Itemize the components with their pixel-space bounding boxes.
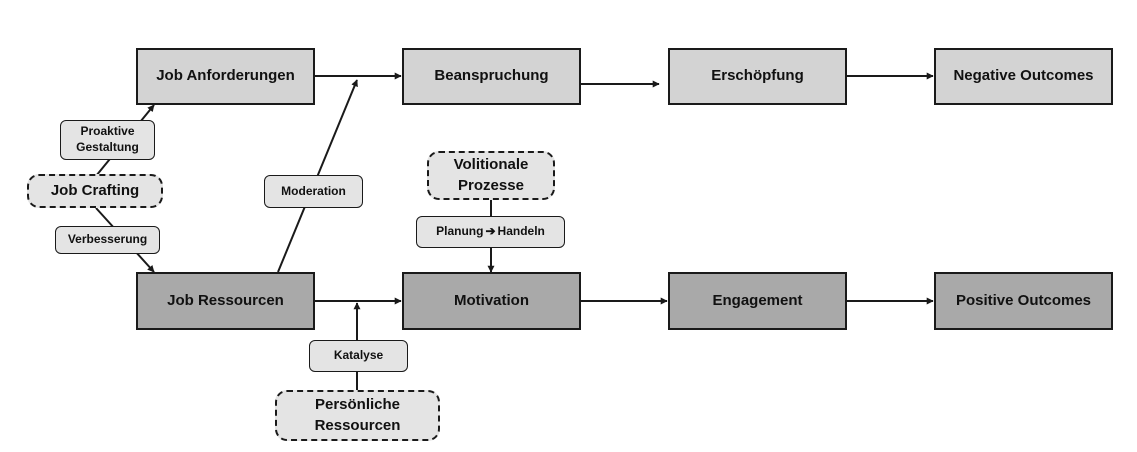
node-label: Job Crafting <box>50 181 140 199</box>
label-text: Katalyse <box>333 348 384 363</box>
label-verbesserung: Verbesserung <box>55 226 160 254</box>
right-arrow-icon: ➔ <box>485 224 496 239</box>
node-negative-outcomes: Negative Outcomes <box>934 48 1113 105</box>
node-label: Erschöpfung <box>711 67 804 85</box>
node-label: Job Anforderungen <box>156 67 295 85</box>
label-text-handeln: Handeln <box>497 224 545 239</box>
node-engagement: Engagement <box>668 272 847 330</box>
node-job-ressourcen: Job Ressourcen <box>136 272 315 330</box>
node-label: Positive Outcomes <box>955 291 1092 309</box>
label-proaktive-gestaltung: Proaktive Gestaltung <box>60 120 155 160</box>
node-label: Motivation <box>454 291 529 309</box>
node-label: Volitionale Prozesse <box>453 156 529 194</box>
label-moderation: Moderation <box>264 175 363 208</box>
node-label: Negative Outcomes <box>953 67 1094 85</box>
node-job-crafting: Job Crafting <box>27 174 163 208</box>
node-beanspruchung: Beanspruchung <box>402 48 581 105</box>
label-text-planung: Planung <box>436 224 484 239</box>
node-label: Beanspruchung <box>434 67 549 85</box>
node-label: Job Ressourcen <box>167 291 284 309</box>
node-positive-outcomes: Positive Outcomes <box>934 272 1113 330</box>
node-label: Persönliche Ressourcen <box>314 396 401 434</box>
node-volitionale-prozesse: Volitionale Prozesse <box>427 151 555 200</box>
label-planung-handeln: Planung ➔ Handeln <box>416 216 565 248</box>
label-text: Verbesserung <box>67 232 148 247</box>
node-persoenliche-ressourcen: Persönliche Ressourcen <box>275 390 440 441</box>
node-job-anforderungen: Job Anforderungen <box>136 48 315 105</box>
node-label: Engagement <box>712 291 803 309</box>
node-motivation: Motivation <box>402 272 581 330</box>
label-text: Proaktive Gestaltung <box>76 124 139 154</box>
label-text: Moderation <box>281 183 346 198</box>
label-katalyse: Katalyse <box>309 340 408 372</box>
node-erschoepfung: Erschöpfung <box>668 48 847 105</box>
